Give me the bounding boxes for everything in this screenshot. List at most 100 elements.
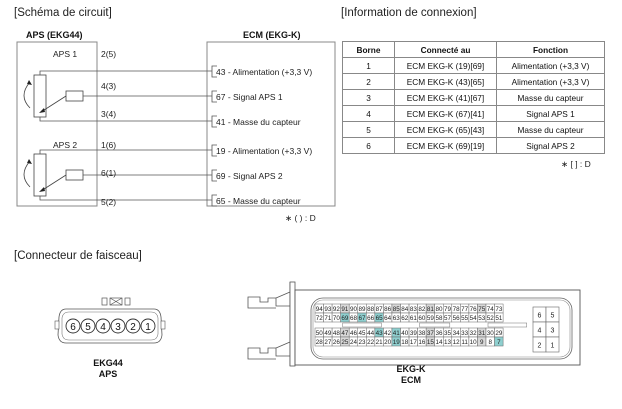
ecm-pin-number: 69 xyxy=(341,315,349,322)
table-cell: 5 xyxy=(342,121,395,138)
aps-pin-number: 4 xyxy=(100,322,106,333)
ecm-pin-number: 29 xyxy=(495,330,503,337)
ecm-aux-pin-number: 4 xyxy=(538,328,542,335)
circuit-note: ∗ ( ) : D xyxy=(285,213,316,223)
ecm-pin-number: 23 xyxy=(359,339,367,346)
ecm-pin-number: 65 xyxy=(376,315,384,322)
ecm-pin-number: 66 xyxy=(367,315,375,322)
ecm-pin-number: 62 xyxy=(401,315,409,322)
circuit-diagram xyxy=(16,41,336,207)
ecm-terminal-label: 19 - Alimentation (+3,3 V) xyxy=(216,146,313,156)
aps1-label: APS 1 xyxy=(53,49,78,59)
ecm-pin-number: 25 xyxy=(341,339,349,346)
column-header: Connecté au xyxy=(394,41,497,58)
ecm-pin-number: 71 xyxy=(324,315,332,322)
table-cell: 3 xyxy=(342,89,395,106)
ecm-pin-number: 14 xyxy=(435,339,443,346)
ecm-pin-number: 80 xyxy=(435,306,443,313)
ecm-pin-number: 16 xyxy=(418,339,426,346)
ecm-pin-number: 53 xyxy=(478,315,486,322)
ecm-pin-number: 75 xyxy=(478,306,486,313)
ecm-pin-number: 59 xyxy=(427,315,435,322)
aps-box xyxy=(16,41,98,207)
circuit-section-title: [Schéma de circuit] xyxy=(14,7,112,19)
ecm-pin-number: 50 xyxy=(316,330,324,337)
ecm-pin-number: 74 xyxy=(487,306,495,313)
ecm-pin-number: 78 xyxy=(453,306,461,313)
table-cell: ECM EKG-K (41)[67] xyxy=(394,89,497,106)
ecm-pin-number: 52 xyxy=(487,315,495,322)
caption-line: EKG-K xyxy=(396,364,426,374)
ecm-pin-number: 17 xyxy=(410,339,418,346)
ecm-pin-number: 48 xyxy=(333,330,341,337)
pin-label: 1(6) xyxy=(101,140,117,150)
ecm-pin-number: 81 xyxy=(427,306,435,313)
aps-pin xyxy=(65,318,81,334)
ecm-pin-number: 9 xyxy=(480,339,484,346)
ecm-pin-number: 28 xyxy=(316,339,324,346)
ecm-pin-number: 68 xyxy=(350,315,358,322)
table-cell: Signal APS 2 xyxy=(496,137,605,154)
caption-line: EKG44 xyxy=(93,358,123,368)
ecm-pin-number: 51 xyxy=(495,315,503,322)
ecm-pin-number: 32 xyxy=(470,330,478,337)
ecm-pin-number: 87 xyxy=(376,306,384,313)
ecm-pin-number: 90 xyxy=(350,306,358,313)
ecm-aux-pin-number: 3 xyxy=(551,328,555,335)
ecm-pin-number: 88 xyxy=(367,306,375,313)
ecm-pin-cell xyxy=(494,336,504,347)
table-cell: Masse du capteur xyxy=(496,89,605,106)
table-cell: ECM EKG-K (65)[43] xyxy=(394,121,497,138)
ecm-terminal-label: 65 - Masse du capteur xyxy=(216,196,301,206)
column-header: Fonction xyxy=(496,41,605,58)
aps2-potentiometer xyxy=(23,149,212,201)
pin-label: 4(3) xyxy=(101,81,117,91)
table-cell: Signal APS 1 xyxy=(496,105,605,122)
table-cell: 1 xyxy=(342,57,395,74)
ecm-aux-pin-number: 5 xyxy=(551,313,555,320)
ecm-pin-number: 92 xyxy=(333,306,341,313)
ecm-key-rib xyxy=(342,322,382,328)
pin-label: 5(2) xyxy=(101,197,117,207)
ecm-pin-number: 84 xyxy=(401,306,409,313)
aps-header: APS (EKG44) xyxy=(26,30,83,40)
table-cell: ECM EKG-K (19)[69] xyxy=(394,57,497,74)
ecm-pin-number: 40 xyxy=(401,330,409,337)
ecm-pin-number: 82 xyxy=(418,306,426,313)
ecm-key-rib xyxy=(419,322,451,328)
table-cell: Alimentation (+3,3 V) xyxy=(496,57,605,74)
aps-pin-number: 5 xyxy=(85,322,91,333)
aps-pin-number: 1 xyxy=(145,322,151,333)
ecm-pin-number: 58 xyxy=(435,315,443,322)
ecm-pin-number: 38 xyxy=(418,330,426,337)
ecm-terminal-label: 41 - Masse du capteur xyxy=(216,117,301,127)
table-cell: Alimentation (+3,3 V) xyxy=(496,73,605,90)
aps-pin-number: 3 xyxy=(115,322,121,333)
ecm-pin-number: 12 xyxy=(453,339,461,346)
ecm-pin-number: 63 xyxy=(393,315,401,322)
ecm-pin-number: 30 xyxy=(487,330,495,337)
ecm-pin-number: 37 xyxy=(427,330,435,337)
table-cell: 6 xyxy=(342,137,395,154)
pin-label: 6(1) xyxy=(101,168,117,178)
ecm-pin-number: 83 xyxy=(410,306,418,313)
ecm-pin-number: 20 xyxy=(384,339,392,346)
aps-pin xyxy=(125,318,141,334)
ecm-terminal-label: 67 - Signal APS 1 xyxy=(216,92,283,102)
ecm-pin-number: 36 xyxy=(435,330,443,337)
ecm-pin-number: 13 xyxy=(444,339,452,346)
ecm-pin-number: 49 xyxy=(324,330,332,337)
ecm-pin-number: 55 xyxy=(461,315,469,322)
ecm-pin-number: 45 xyxy=(359,330,367,337)
ecm-aux-pin-cell xyxy=(545,336,560,353)
aps-pin xyxy=(95,318,111,334)
ecm-box xyxy=(206,41,336,207)
ecm-pin-number: 21 xyxy=(376,339,384,346)
caption-line: ECM xyxy=(401,375,421,385)
ecm-pin-number: 10 xyxy=(470,339,478,346)
ecm-pin-number: 54 xyxy=(470,315,478,322)
